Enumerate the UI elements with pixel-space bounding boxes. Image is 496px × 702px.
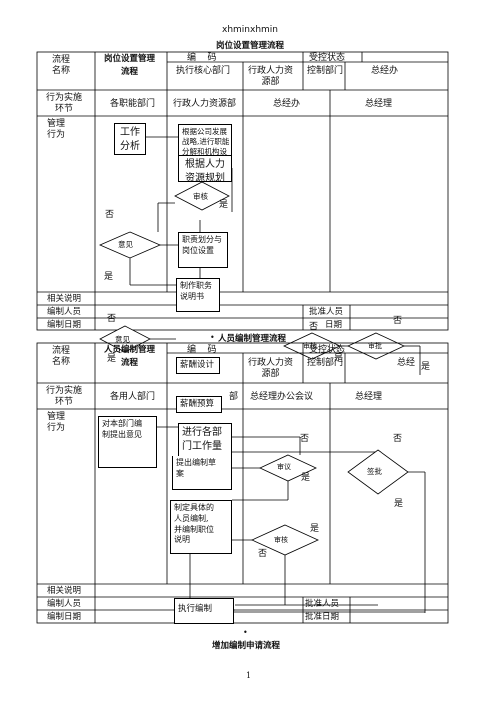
t1-approve: 批准人员 [309, 307, 344, 317]
ov-shi-2: 是 [334, 354, 344, 364]
diamond-shenhe-1 [174, 181, 230, 211]
t1-overlay-fou-1: 否 [107, 314, 117, 324]
page-header-name: xhminxhmin [222, 25, 279, 35]
bullet-1: • [210, 333, 215, 342]
t1-lane-3: 总经办 [273, 99, 301, 109]
t2-liucheng-label: 流程 名称 [52, 346, 71, 368]
t2-xingzheng: 行政人力资 源部 [248, 358, 294, 380]
table2-title: 人员编制管理流程 [218, 334, 287, 344]
t1-lane-2: 行政人力资源部 [173, 99, 237, 109]
box-xinchou-yusuan: 薪酬预算 [176, 396, 222, 413]
box-renli-guihua: 根据人力 资源规划 [178, 155, 232, 182]
box-benbumen-yijian: 对本部门编 制提出意见 [98, 416, 157, 468]
t2-footer-0: 相关说明 [47, 586, 82, 596]
t1-guanli: 管理 行为 [47, 119, 66, 141]
bullet-2: • [243, 628, 248, 637]
t2-lane-2: 部 [229, 392, 239, 402]
t1-footer-2: 编制日期 [47, 320, 82, 330]
t2-d-shenhe: 审核 [274, 536, 288, 544]
t1-xingzheng: 行政人力资 源部 [248, 66, 294, 88]
bottom-title: 增加编制申请流程 [212, 641, 281, 651]
t2-lane-3: 总经理办公会议 [250, 392, 314, 402]
t1-overlay-fou-3: 否 [393, 316, 403, 326]
page-number: 1 [246, 671, 252, 680]
t1-footer-0: 相关说明 [47, 294, 82, 304]
t2-d-qianpi: 签批 [367, 467, 382, 476]
ov-shi-1: 是 [107, 354, 117, 364]
diamond-shenpi-overlay [347, 332, 405, 360]
t2-footer-2: 编制日期 [47, 612, 82, 622]
box-zhixing-bianzhi: 执行编制 [174, 598, 234, 624]
t1-footer-1: 编制人员 [47, 307, 82, 317]
t2-lane-1: 各用人部门 [110, 392, 156, 402]
t2-shi-2: 是 [394, 499, 404, 509]
box-zhizuo-zhiwu: 制作职务 说明书 [176, 278, 220, 312]
ov-d-yijian: 意见 [115, 335, 130, 344]
t2-fou-3: 否 [258, 549, 268, 559]
box-zhize-huafen: 职责划分与 岗位设置 [178, 232, 228, 268]
t1-process-name: 岗位设置管理 流程 [104, 54, 156, 77]
diamond-shenhe-overlay [283, 332, 341, 360]
box-tichu-cao-an: 提出编制草 案 [172, 456, 232, 490]
table2-border [36, 342, 449, 624]
diamond-yijian-1 [98, 231, 162, 259]
table1-title: 岗位设置管理流程 [216, 41, 285, 51]
t2-kongzhi: 控制部门 [307, 358, 344, 368]
t1-lane-4: 总经理 [365, 99, 393, 109]
table1-border [36, 51, 449, 331]
t1-zongjingban: 总经办 [371, 66, 399, 76]
t2-footer-1: 编制人员 [47, 599, 82, 609]
t1-shi-1: 是 [219, 200, 229, 210]
t1-d-yijian: 意见 [118, 240, 133, 249]
diamond-shenhe-2 [251, 524, 319, 556]
t2-zongjing: 总经 [397, 358, 416, 368]
t2-shi-1: 是 [301, 473, 311, 483]
t1-approve-date: 日期 [325, 320, 343, 330]
box-xinchou-sheji: 薪酬设计 [176, 357, 220, 374]
t1-bianma: 编 码 [187, 53, 217, 63]
box-jinxing-gongzuoliang: 进行各部 门工作量 [178, 423, 232, 457]
diamond-shenyi [259, 454, 317, 482]
t2-d-shenyi: 审议 [277, 463, 291, 471]
t2-guanli: 管理 行为 [47, 412, 66, 434]
box-genju: 根据公司发展 战略,进行职能 分解和机构设 [178, 124, 232, 158]
t2-shi-3: 是 [310, 524, 320, 534]
t1-zhixing: 执行核心部门 [176, 66, 231, 76]
t2-bianma: 编 码 [187, 345, 217, 355]
t1-lane-1: 各职能部门 [110, 99, 156, 109]
t2-xingwei: 行为实施 环节 [46, 386, 83, 408]
t1-fou-1: 否 [105, 210, 115, 220]
box-zhiding-bianzhi: 制定具体的 人员编制, 并编制职位 说明 [170, 500, 232, 554]
t1-shoukong: 受控状态 [309, 53, 346, 63]
t1-overlay-fou-2: 否 [309, 322, 319, 332]
t2-approve: 批准人员 [305, 599, 340, 609]
t2-fou-1: 否 [300, 434, 310, 444]
t1-kongzhi: 控制部门 [307, 66, 344, 76]
t2-process-name: 人员编制管理 流程 [104, 345, 156, 368]
t1-shi-2: 是 [104, 272, 114, 282]
diamond-qianpi [347, 449, 409, 495]
t1-xingwei: 行为实施 环节 [46, 93, 83, 115]
t2-shoukong: 受控状态 [309, 345, 346, 355]
t2-lane-4: 总经理 [355, 392, 383, 402]
diamond-yijian-overlay [99, 325, 151, 353]
t1-liucheng-label: 流程 名称 [52, 55, 71, 77]
ov-d-shenpi: 审批 [368, 342, 382, 350]
t1-d-shenhe: 审核 [193, 192, 208, 201]
t2-fou-2: 否 [393, 434, 403, 444]
ov-d-shenhe: 审核 [303, 342, 317, 350]
ov-shi-3: 是 [421, 362, 431, 372]
t2-approve-date: 批准日期 [305, 612, 340, 622]
box-gongzuo-fenxi: 工作 分析 [114, 123, 146, 155]
